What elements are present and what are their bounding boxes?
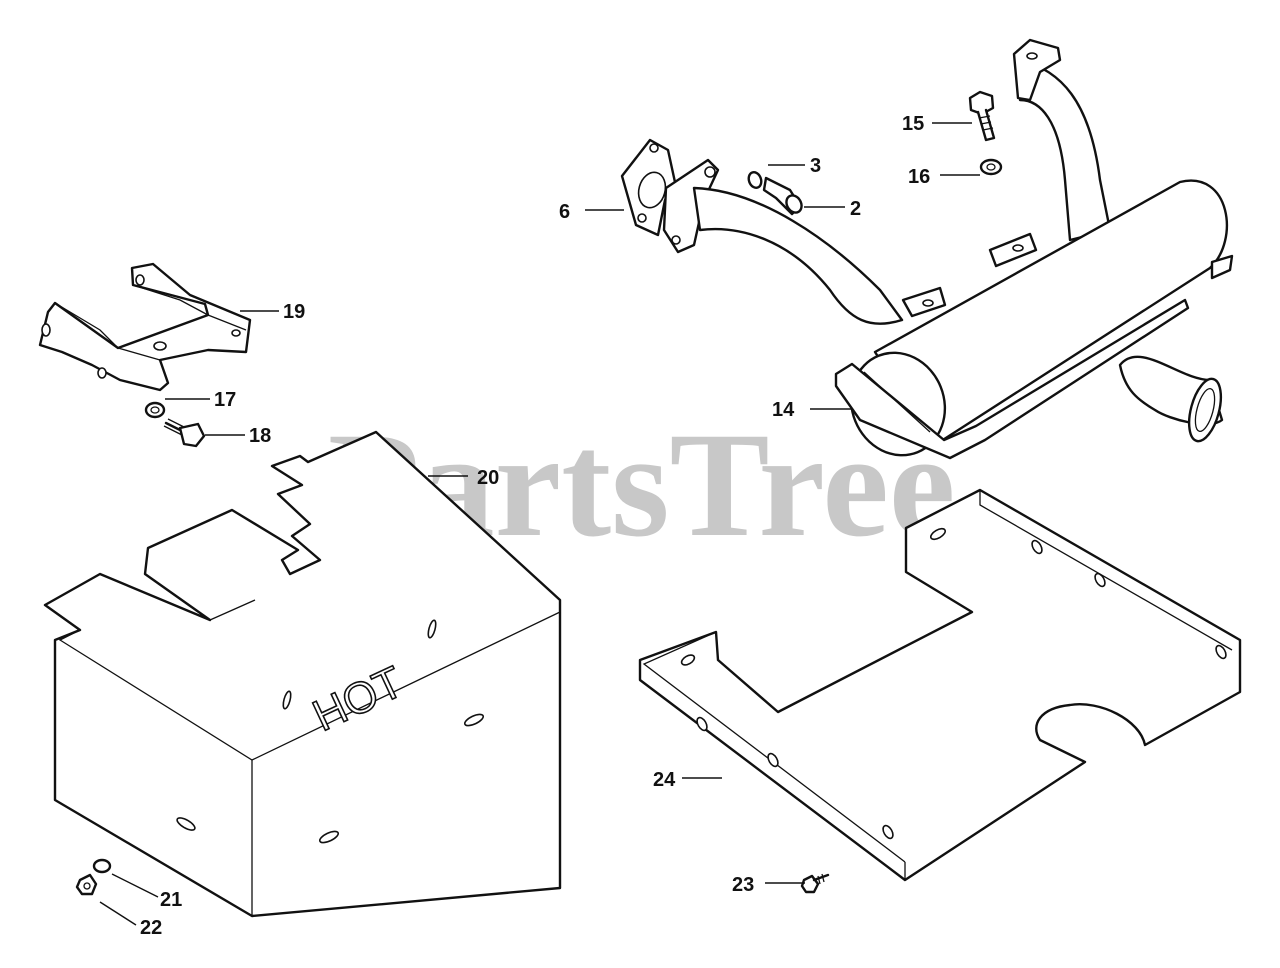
callout-22: 22 bbox=[140, 917, 162, 939]
callout-labels: 2 3 6 14 15 16 17 18 19 20 21 22 23 24 bbox=[140, 113, 930, 939]
nut-part-22 bbox=[75, 873, 98, 896]
heat-shield-part-20: HOT bbox=[43, 430, 562, 918]
callout-16: 16 bbox=[908, 166, 930, 188]
washer-part-21 bbox=[92, 858, 112, 874]
callout-23: 23 bbox=[732, 874, 754, 896]
callout-20: 20 bbox=[477, 467, 499, 489]
callout-14: 14 bbox=[772, 399, 795, 421]
callout-19: 19 bbox=[283, 301, 305, 323]
callout-3: 3 bbox=[810, 155, 821, 177]
leader-lines bbox=[99, 122, 980, 926]
screw-part-2 bbox=[762, 176, 803, 216]
callout-18: 18 bbox=[249, 425, 271, 447]
mounting-bracket-part-19 bbox=[38, 262, 252, 392]
gasket-part-6 bbox=[620, 138, 680, 237]
screw-part-23 bbox=[800, 873, 830, 894]
callout-24: 24 bbox=[653, 769, 676, 791]
callout-17: 17 bbox=[214, 389, 236, 411]
bolt-part-15 bbox=[968, 90, 996, 142]
callout-2: 2 bbox=[850, 198, 861, 220]
washer-part-17 bbox=[144, 401, 166, 419]
callout-6: 6 bbox=[559, 201, 570, 223]
lock-washer-part-3 bbox=[747, 171, 763, 189]
callout-21: 21 bbox=[160, 889, 182, 911]
washer-part-16 bbox=[979, 158, 1003, 176]
callout-15: 15 bbox=[902, 113, 924, 135]
bolt-part-18 bbox=[163, 418, 206, 448]
mounting-plate-part-24 bbox=[638, 488, 1242, 882]
